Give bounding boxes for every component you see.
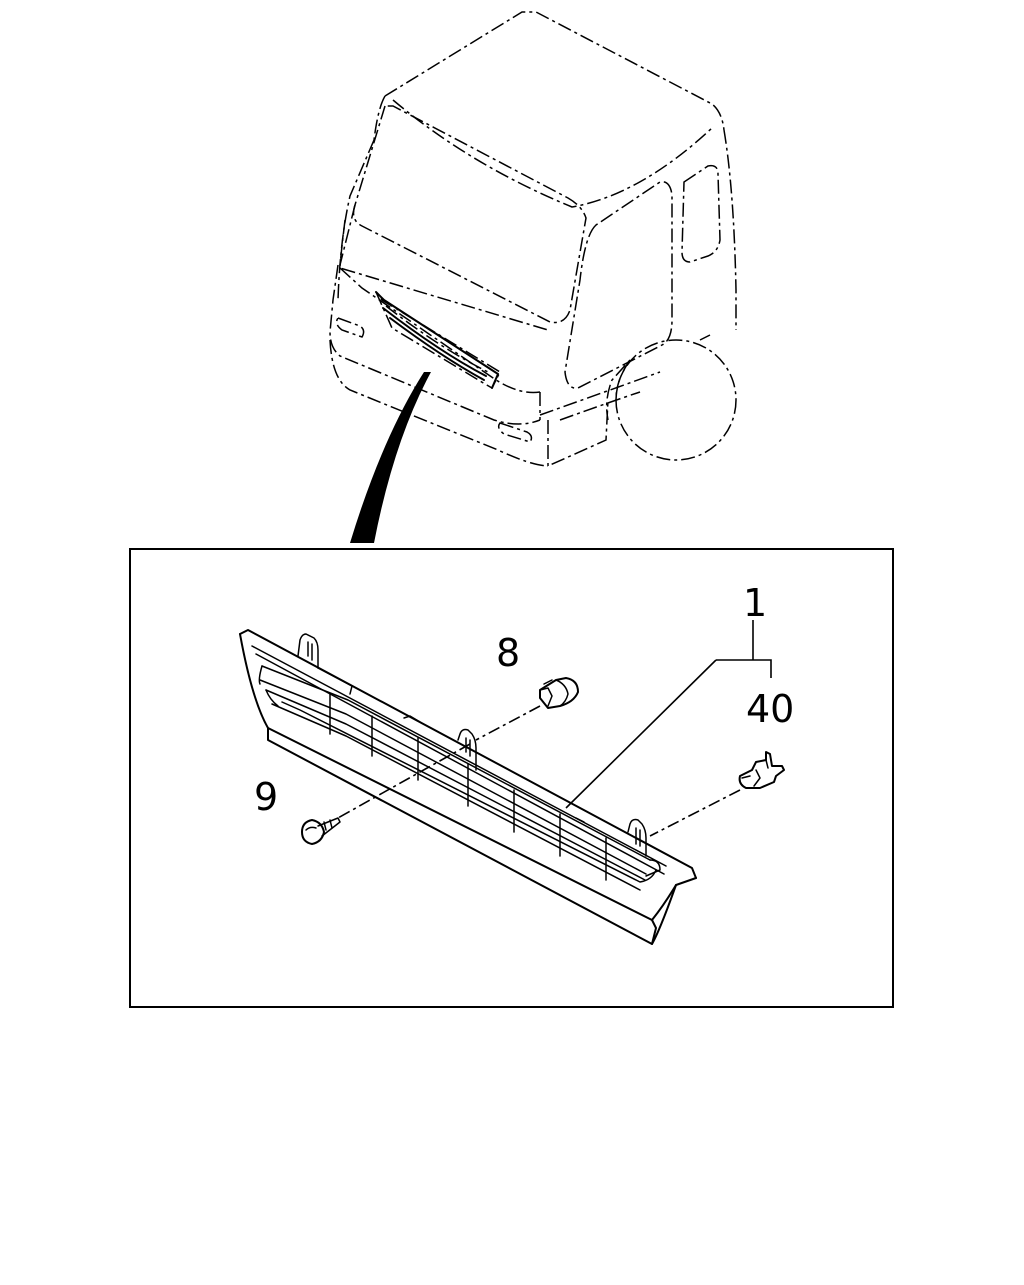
pointer-wedge	[350, 372, 431, 543]
callout-9: 9	[254, 775, 278, 819]
truck-cab-outline	[329, 11, 737, 468]
callout-1: 1	[743, 581, 767, 625]
callout-8: 8	[496, 631, 520, 675]
callout-40: 40	[746, 687, 794, 731]
clip-part-40	[738, 751, 785, 789]
leader-lines	[337, 620, 772, 837]
grille-location-highlight	[375, 291, 499, 389]
screw-part-9	[301, 817, 341, 845]
clip-part-8	[539, 677, 579, 709]
detail-frame	[129, 548, 894, 1008]
front-grille-part	[239, 629, 697, 945]
